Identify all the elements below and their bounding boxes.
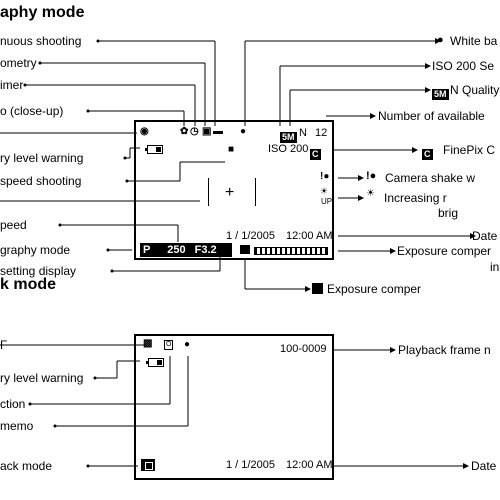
- label-iso: ISO 200 Se: [432, 59, 495, 73]
- playback-mode-heading: k mode: [0, 276, 57, 293]
- focus-frame: [208, 178, 256, 206]
- shake-screen-icon: !●: [320, 171, 330, 182]
- frames-remaining: 12: [315, 127, 328, 139]
- label-self-timer: imer: [0, 78, 24, 92]
- continuous-shoot-icon: ▬: [213, 126, 223, 137]
- label-protection: ction: [0, 397, 26, 411]
- quality-icon: 5M: [432, 89, 449, 100]
- shoot-time: 12:00 AM: [286, 230, 333, 242]
- pb-battery-icon: [146, 358, 164, 367]
- label-setting-display: setting display: [0, 264, 77, 278]
- camera-shake-icon: !●: [366, 170, 377, 182]
- brightness-icon: ☀: [366, 188, 375, 199]
- metering-icon: ▣: [202, 126, 212, 137]
- label-exposure-comp: Exposure comper: [397, 244, 492, 258]
- label-pb-battery: ry level warning: [0, 371, 84, 385]
- aperture-value: F3.2: [194, 244, 217, 256]
- exposure-comp-icon: [312, 283, 323, 294]
- label-available-frames: Number of available: [378, 109, 485, 123]
- up-screen-icon: ☀: [320, 186, 329, 196]
- label-camera-shake: Camera shake w: [385, 171, 476, 185]
- label-finepix-color: FinePix C: [443, 143, 496, 157]
- playback-mode-icon-inner: [145, 462, 153, 470]
- shutter-value: 250: [167, 244, 186, 256]
- label-dpof: F: [0, 338, 8, 352]
- voice-memo-icon: ●: [184, 339, 191, 350]
- pb-frame-number: 100-0009: [280, 343, 327, 355]
- label-increasing-2: brig: [438, 206, 459, 220]
- label-date: Date: [472, 229, 498, 243]
- label-exposure-comp-2: in: [490, 260, 500, 274]
- finepix-badge: C: [310, 149, 321, 160]
- shooting-lcd-screen: [134, 120, 334, 260]
- iso-value: ISO 200: [268, 143, 309, 155]
- exposure-comp-screen-icon: [240, 245, 250, 254]
- label-voice-memo: memo: [0, 419, 34, 433]
- dpof-icon: ▩: [143, 338, 153, 349]
- setting-bar: P 250 F3.2: [140, 243, 232, 257]
- label-exposure-comp-b: Exposure comper: [327, 282, 422, 296]
- label-continuous-shooting: nuous shooting: [0, 34, 82, 48]
- speed-shoot-icon: ■: [228, 144, 235, 155]
- label-quality: N Quality: [450, 83, 500, 97]
- up-screen-text: UP: [321, 197, 333, 206]
- macro-icon: ✿: [180, 126, 189, 137]
- continuous-icon: ◉: [140, 126, 149, 137]
- shooting-mode-heading: aphy mode: [0, 4, 85, 21]
- battery-icon: [145, 145, 163, 154]
- protect-icon: O: [164, 340, 174, 350]
- label-battery-warning: ry level warning: [0, 151, 84, 165]
- white-balance-icon: ●: [437, 34, 444, 46]
- label-shutter-speed: peed: [0, 218, 27, 232]
- pb-date: 1 / 1/2005: [226, 459, 275, 471]
- label-increasing: Increasing r: [384, 191, 447, 205]
- playback-lcd-screen: [134, 334, 334, 480]
- label-speed-shooting: speed shooting: [0, 174, 82, 188]
- label-playback-mode: ack mode: [0, 459, 53, 473]
- exposure-comp-scale: [254, 247, 328, 255]
- finepix-color-icon: C: [422, 149, 433, 160]
- mode-letter: P: [143, 244, 151, 256]
- wb-icon: ●: [240, 126, 247, 137]
- label-metering: ometry: [0, 56, 37, 70]
- quality-badge: 5M: [280, 132, 297, 143]
- label-pb-date: Date: [471, 459, 497, 473]
- quality-letter: N: [299, 127, 307, 139]
- label-macro: o (close-up): [0, 104, 64, 118]
- pb-time: 12:00 AM: [286, 459, 333, 471]
- focus-cross: +: [225, 184, 235, 201]
- shoot-date: 1 / 1/2005: [226, 230, 275, 242]
- label-photography-mode: graphy mode: [0, 243, 71, 257]
- label-frame-number: Playback frame n: [398, 343, 491, 357]
- label-white-balance: White ba: [450, 34, 498, 48]
- timer-icon: ◷: [190, 126, 199, 137]
